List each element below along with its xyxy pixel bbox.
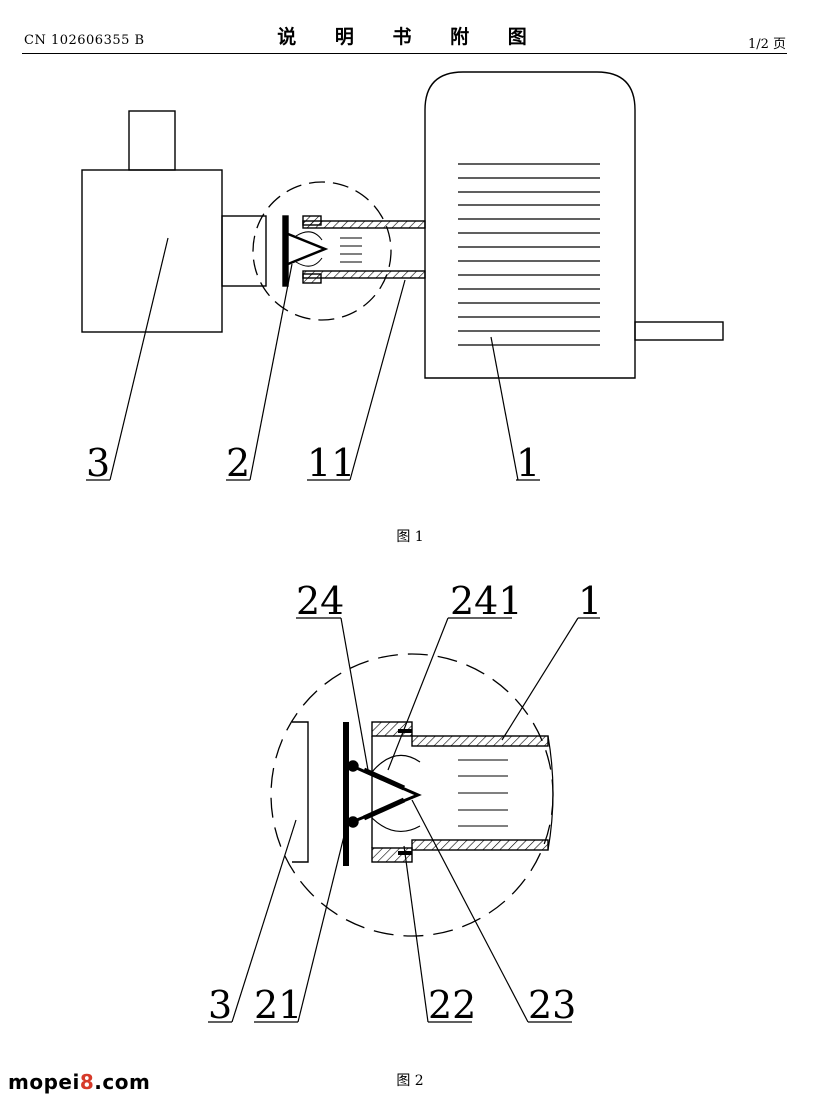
label-fig1-motor: 1 bbox=[516, 441, 540, 485]
valve-2 bbox=[282, 215, 329, 287]
housing-side-block bbox=[221, 215, 267, 287]
detail-circle-2 bbox=[270, 653, 554, 937]
spring-upper bbox=[371, 754, 421, 773]
housing-top-block bbox=[128, 110, 176, 171]
housing-wall bbox=[292, 721, 309, 863]
figure-2 bbox=[208, 617, 600, 1023]
patent-number: CN 102606355 B bbox=[24, 33, 145, 48]
watermark-prefix: mopei bbox=[8, 1070, 80, 1094]
page-title: 说 明 书 附 图 bbox=[277, 26, 543, 48]
figure-1 bbox=[81, 71, 724, 481]
label-fig2-plate: 21 bbox=[254, 983, 302, 1027]
figure-1-labels: 3 2 11 1 bbox=[86, 441, 540, 485]
pipe-section bbox=[371, 721, 554, 863]
label-fig1-pipe: 11 bbox=[307, 441, 355, 485]
valve-plate bbox=[343, 722, 349, 866]
housing-box bbox=[81, 169, 223, 333]
figure-2-caption: 图 2 bbox=[396, 1073, 424, 1089]
watermark-suffix: .com bbox=[94, 1070, 151, 1094]
label-fig2-motor: 1 bbox=[578, 579, 602, 623]
figure-1-caption: 图 1 bbox=[396, 529, 424, 545]
label-fig2-seat: 22 bbox=[428, 983, 476, 1027]
motor-fins bbox=[458, 163, 600, 346]
label-fig2-housing: 3 bbox=[208, 983, 232, 1027]
spring-lower bbox=[371, 817, 421, 833]
motor-body bbox=[424, 71, 636, 379]
label-fig2-cone: 23 bbox=[528, 983, 576, 1027]
label-fig1-housing: 3 bbox=[86, 441, 110, 485]
label-fig1-valve: 2 bbox=[226, 441, 250, 485]
detail-circle-1 bbox=[252, 181, 392, 321]
label-fig2-spring: 241 bbox=[450, 579, 523, 623]
motor-shaft bbox=[634, 321, 724, 341]
valve-cone bbox=[347, 760, 422, 828]
watermark-logo[interactable]: mopei8.com bbox=[8, 1070, 150, 1094]
header-divider bbox=[22, 53, 787, 54]
label-fig2-flap: 24 bbox=[296, 579, 344, 623]
page-number: 1/2 页 bbox=[747, 37, 786, 52]
watermark-accent: 8 bbox=[79, 1070, 95, 1094]
figure-2-labels: 24 241 1 3 21 22 23 bbox=[208, 579, 602, 1027]
pipe-11 bbox=[302, 215, 426, 284]
